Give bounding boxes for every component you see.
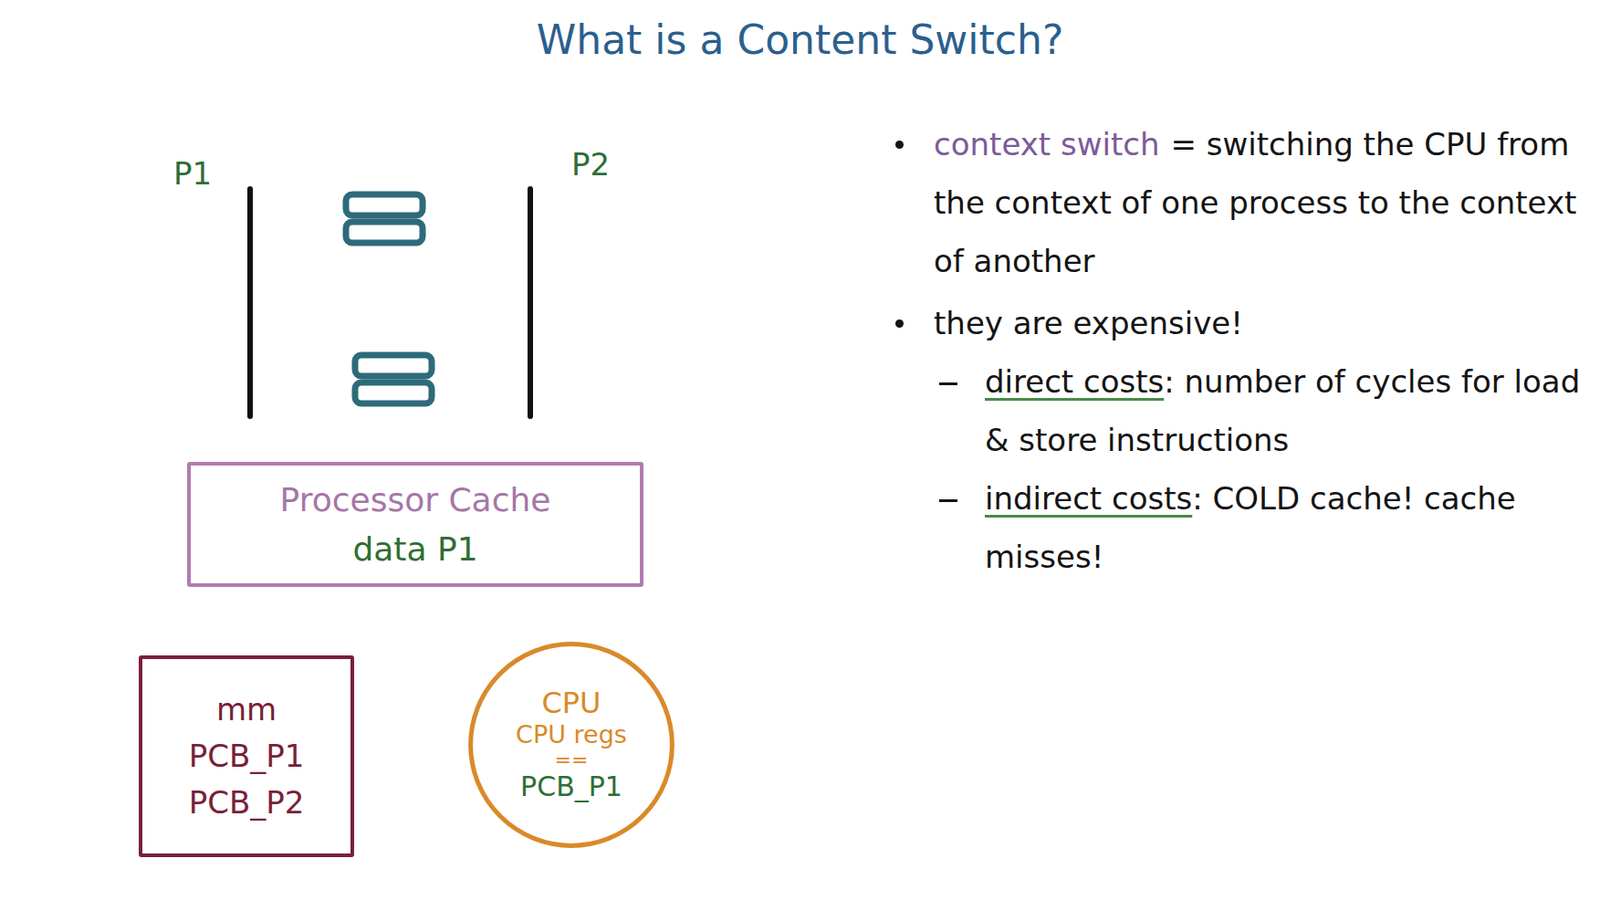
node-text: data P1 (352, 524, 478, 575)
bullet-item: they are expensive! (889, 293, 1593, 353)
node-text: PCB_P1 (188, 732, 305, 780)
sub-item: direct costs: number of cycles for load … (889, 352, 1593, 470)
term: context switch (933, 125, 1161, 163)
memory-box: mmPCB_P1PCB_P2 (138, 655, 355, 858)
sub-item: indirect costs: COLD cache! cache misses… (889, 469, 1593, 586)
node-text: PCB_P2 (188, 779, 305, 827)
process-line (247, 188, 253, 417)
node-heading: CPU (541, 686, 601, 721)
process-line (527, 188, 534, 417)
circle-outline (470, 644, 673, 847)
term: indirect costs (984, 480, 1193, 517)
bullet-dot (895, 319, 904, 328)
data-icon (345, 221, 423, 243)
bullet-text: they are expensive! (933, 304, 1244, 342)
process-label: P2 (571, 146, 610, 183)
process-label: P1 (173, 155, 212, 192)
node-heading: Processor Cache (280, 475, 552, 525)
bullet-dot (895, 140, 904, 149)
cpu-circle: CPUCPU regs==PCB_P1 (466, 639, 677, 850)
node-heading: mm (216, 686, 277, 733)
bullet-item: context switch= switching the CPU from t… (889, 115, 1593, 291)
data-icon (355, 355, 432, 377)
cache-box: Processor Cachedata P1 (187, 461, 644, 587)
node-text: CPU regs (515, 720, 628, 749)
data-icon (355, 382, 432, 404)
data-icon (345, 194, 423, 216)
node-text: == (554, 748, 589, 772)
node-text: PCB_P1 (520, 771, 623, 804)
dash-mark (939, 382, 958, 386)
title: What is a Content Switch? (0, 16, 1600, 63)
notes: context switch= switching the CPU from t… (889, 115, 1593, 586)
dash-mark (939, 499, 958, 502)
term: direct costs (984, 363, 1164, 400)
